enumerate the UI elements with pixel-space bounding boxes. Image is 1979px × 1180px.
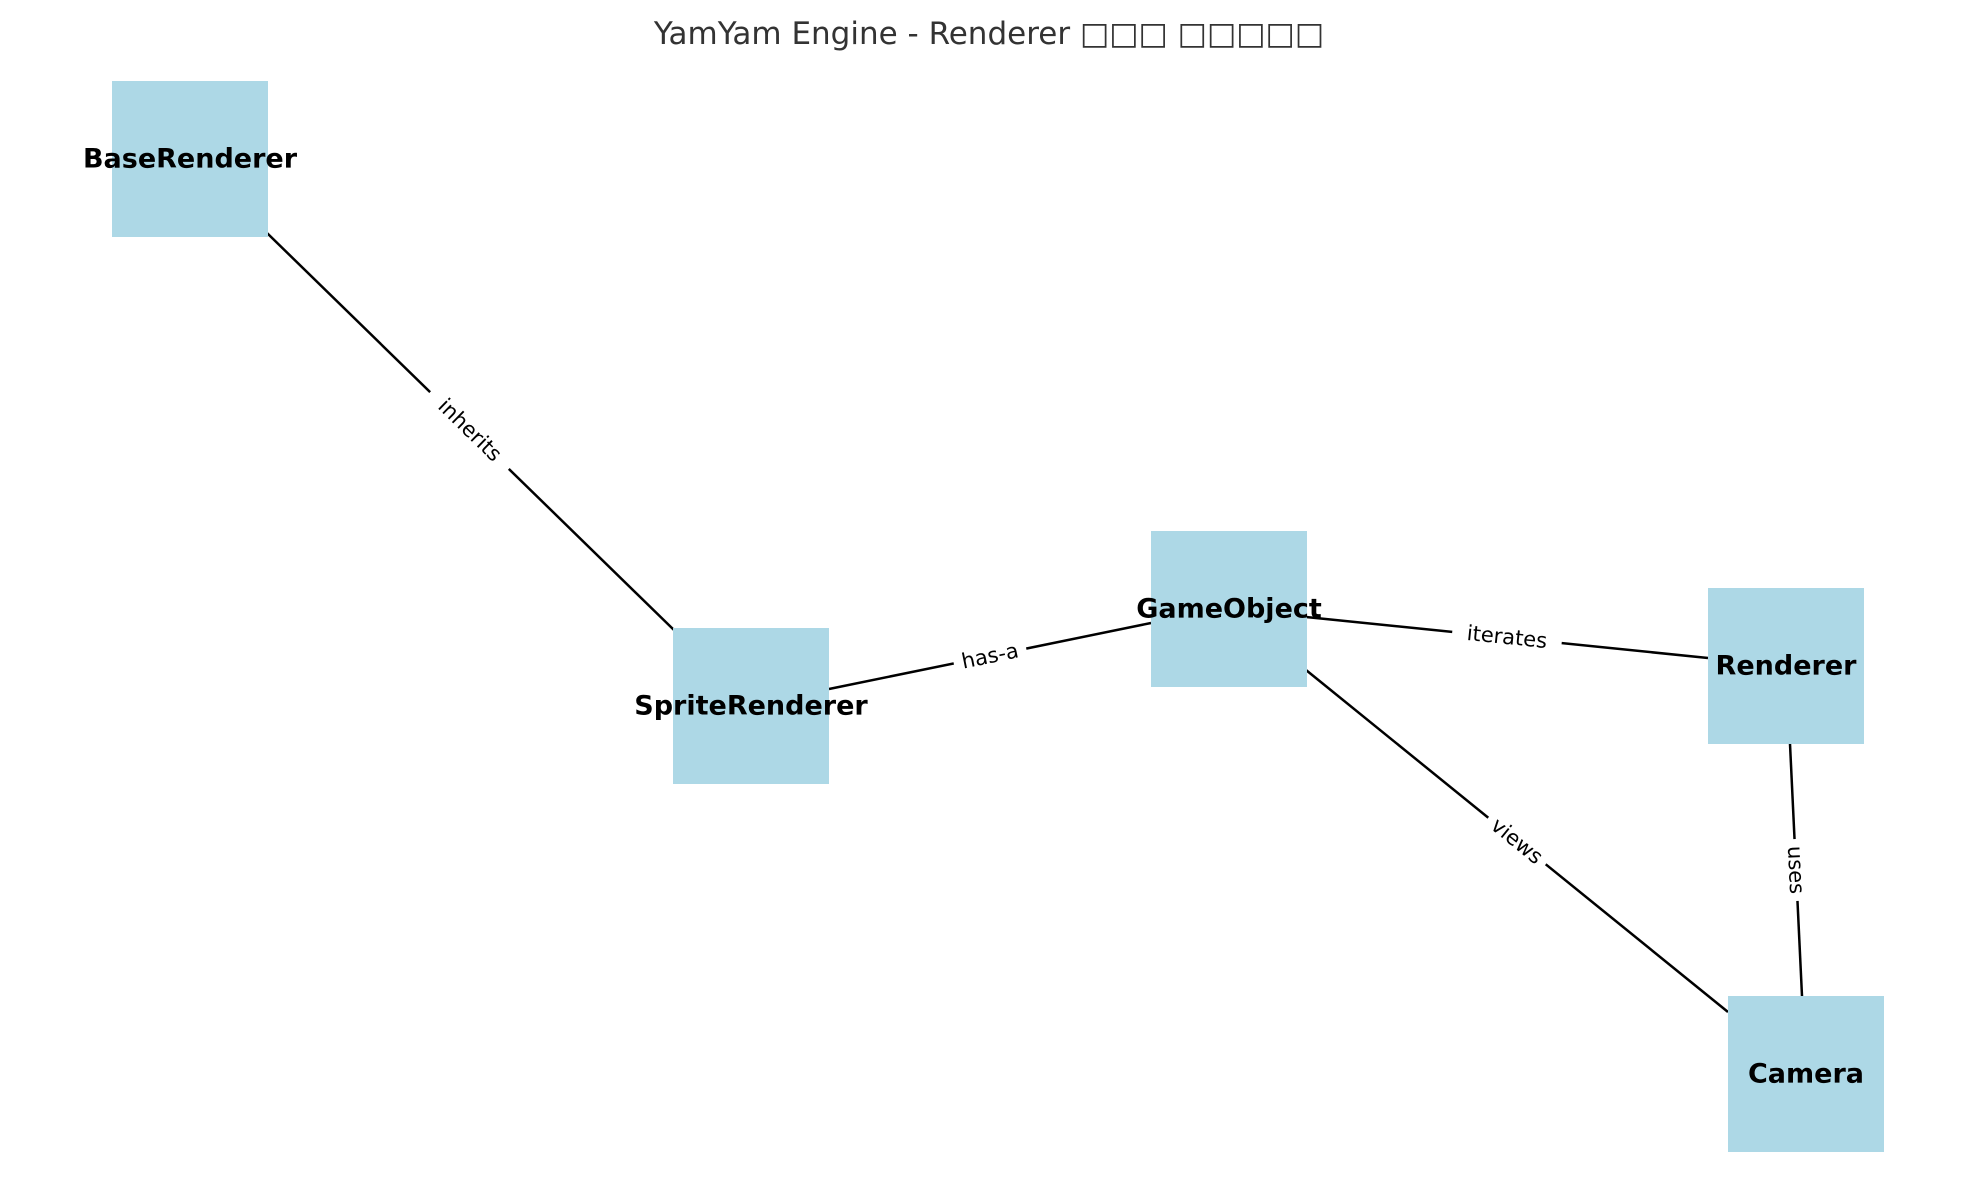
diagram-title: YamYam Engine - Renderer □□□ □□□□□ [653,16,1324,52]
node-box [1151,531,1307,687]
edge-label-background [420,381,520,479]
node-label: Camera [1748,1059,1864,1090]
node-box [1708,588,1864,744]
edge-label: inherits [433,394,506,466]
edge-label-background [1780,838,1812,902]
node-box [112,81,268,237]
node-spriterenderer: SpriteRenderer [634,628,868,784]
edge-label-group: has-a [950,634,1030,678]
node-box [1728,996,1884,1152]
node-label: GameObject [1136,594,1322,625]
edge-label-background [1479,806,1555,876]
edge-gameobject-camera: views [1305,669,1729,1013]
node-baserenderer: BaseRenderer [83,81,298,237]
edge-label-group: views [1479,806,1555,876]
edge-label: iterates [1466,621,1549,653]
node-box [673,628,829,784]
edge-label-background [1450,617,1564,657]
node-gameobject: GameObject [1136,531,1322,687]
node-label: BaseRenderer [83,144,298,175]
node-camera: Camera [1728,996,1884,1152]
edge-label-group: uses [1780,838,1812,902]
edge-label-group: iterates [1450,617,1564,657]
node-label: Renderer [1716,651,1858,682]
edge-label: uses [1783,845,1809,894]
edge-label-group: inherits [420,381,520,479]
edge-spriterenderer-gameobject: has-a [828,621,1152,691]
edge-renderer-camera: uses [1780,743,1812,997]
edge-label-background [950,634,1030,678]
node-label: SpriteRenderer [634,691,868,722]
edges-layer: inherits has-a iterates views uses [266,232,1812,1013]
edge-baserenderer-spriterenderer: inherits [266,232,676,632]
edge-gameobject-renderer: iterates [1305,615,1709,660]
node-renderer: Renderer [1708,588,1864,744]
